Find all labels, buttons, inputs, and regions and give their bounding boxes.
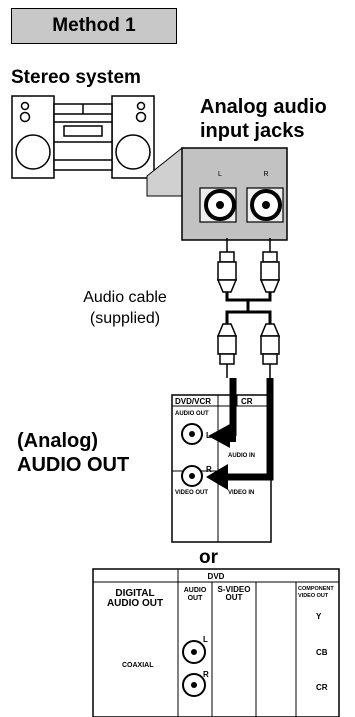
dvd-digital-line2: AUDIO OUT xyxy=(107,598,163,609)
input-jacks-line2: input jacks xyxy=(200,120,305,142)
dvdvcr-video-in-label: VIDEO IN xyxy=(228,490,254,496)
audio-cable-line2: (supplied) xyxy=(89,310,161,327)
rca-plug-top-right xyxy=(259,238,281,293)
analog-label-line2: AUDIO OUT xyxy=(17,454,130,476)
dvdvcr-jack-r-label: R xyxy=(206,465,212,474)
dvdvcr-video-out-label: VIDEO OUT xyxy=(175,490,208,496)
dvd-header: DVD xyxy=(208,572,225,581)
dvd-digital-line1: DIGITAL xyxy=(115,588,154,599)
stereo-jack-left-label: L xyxy=(218,171,222,178)
rca-plug-top-left xyxy=(216,238,238,293)
cable-arrow-left xyxy=(208,378,237,448)
dvdvcr-audio-out-r-jack[interactable] xyxy=(181,465,203,487)
input-jacks-label: Analog audio input jacks xyxy=(200,95,327,143)
or-label: or xyxy=(199,547,218,568)
dvd-audio-out-r-jack[interactable] xyxy=(182,673,206,697)
dvd-audio-out-l-jack[interactable] xyxy=(182,640,206,664)
dvd-svideo-line1: S-VIDEO xyxy=(218,585,251,594)
rca-plug-bottom-right xyxy=(259,323,281,378)
analog-audio-out-label: (Analog) AUDIO OUT xyxy=(17,429,129,477)
dvd-coaxial-label: COAXIAL xyxy=(122,662,154,669)
stereo-jack-right[interactable] xyxy=(246,187,284,223)
dvdvcr-audio-out-label: AUDIO OUT xyxy=(175,411,209,417)
stereo-jack-right-label: R xyxy=(263,171,268,178)
dvd-jack-l-label: L xyxy=(203,635,208,644)
dvd-back-panel xyxy=(92,568,340,717)
stereo-jack-left[interactable] xyxy=(199,187,237,223)
dvd-component-line1: COMPONENT xyxy=(298,586,334,592)
dvd-component-cr: CR xyxy=(316,683,328,692)
analog-label-line1: (Analog) xyxy=(17,430,99,452)
dvd-audio-line1: AUDIO xyxy=(184,587,207,594)
audio-cable-label: Audio cable (supplied) xyxy=(60,287,190,329)
stereo-input-panel xyxy=(146,146,288,241)
dvdvcr-jack-l-label: L xyxy=(206,431,211,440)
audio-cable-line1: Audio cable xyxy=(83,289,167,306)
cable-arrow-right xyxy=(206,378,274,490)
dvdvcr-audio-out-l-jack[interactable] xyxy=(181,423,203,445)
rca-plug-bottom-left xyxy=(216,323,238,378)
stereo-system-icon xyxy=(11,95,155,179)
dvd-component-y: Y xyxy=(316,612,322,621)
dvd-svideo-line2: OUT xyxy=(226,593,243,602)
dvdvcr-header-right: CR xyxy=(241,397,253,406)
dvdvcr-header-left: DVD/VCR xyxy=(175,397,211,406)
dvdvcr-audio-in-label: AUDIO IN xyxy=(228,453,255,459)
dvd-component-cb: CB xyxy=(316,648,328,657)
stereo-system-label: Stereo system xyxy=(11,67,141,88)
dvd-jack-r-label: R xyxy=(203,670,209,679)
dvd-component-line2: VIDEO OUT xyxy=(298,593,329,599)
method-label-text: Method 1 xyxy=(52,15,136,36)
dvd-audio-line2: OUT xyxy=(188,595,204,602)
input-jacks-line1: Analog audio xyxy=(200,96,327,118)
audio-cable xyxy=(216,238,281,378)
method-label: Method 1 xyxy=(11,8,177,44)
